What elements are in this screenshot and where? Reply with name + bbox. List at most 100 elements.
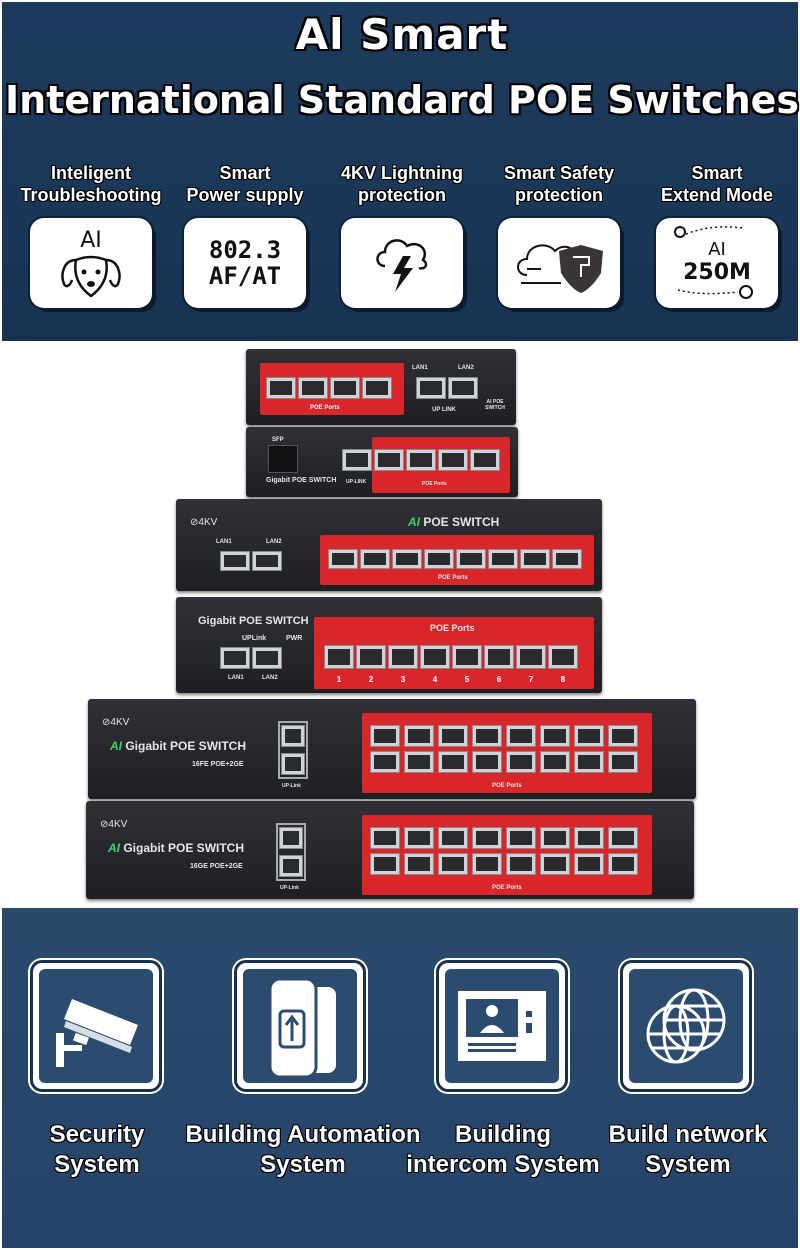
product-stack: POE Ports LAN1 LAN2 UP LINK AI POE SWITC… xyxy=(0,343,800,906)
pwr-label: PWR xyxy=(286,635,303,642)
switch-8port-ai: ⊘4KV AI POE SWITCH LAN1 LAN2 POE Ports xyxy=(176,499,602,591)
ethernet-port xyxy=(298,377,328,399)
ethernet-port xyxy=(416,377,446,399)
switch-16port-ge: ⊘4KV AI Gigabit POE SWITCH 16GE POE+2GE … xyxy=(86,801,694,899)
lightning-cloud-icon xyxy=(341,218,463,308)
poe-ports-label: POE Ports xyxy=(492,885,522,891)
ethernet-port xyxy=(281,725,305,747)
poe-ports-label: POE Ports xyxy=(492,783,522,789)
ethernet-port xyxy=(456,549,486,569)
ethernet-port xyxy=(552,549,582,569)
feature-banner: Al Smart International Standard POE Swit… xyxy=(0,0,800,343)
poe-ports-label: POE Ports xyxy=(438,575,468,581)
main-title-line2: International Standard POE Switches xyxy=(4,78,800,122)
ethernet-port xyxy=(420,645,450,669)
door-sensor-icon xyxy=(234,960,366,1092)
port-number: 3 xyxy=(400,675,406,684)
lan1-label: LAN1 xyxy=(216,539,232,545)
lan2-label: LAN2 xyxy=(266,539,282,545)
ethernet-port xyxy=(324,645,354,669)
ethernet-port xyxy=(488,549,518,569)
ethernet-port xyxy=(438,725,468,747)
poe-port-row xyxy=(328,549,582,569)
ethernet-port xyxy=(574,827,604,849)
port-number: 6 xyxy=(496,675,502,684)
ethernet-port xyxy=(574,751,604,773)
ethernet-port xyxy=(506,827,536,849)
ethernet-port xyxy=(370,827,400,849)
lan2-label: LAN2 xyxy=(262,675,278,681)
switch-8port-gigabit: Gigabit POE SWITCH UPLink PWR LAN1 LAN2 … xyxy=(176,597,602,693)
ethernet-port xyxy=(404,827,434,849)
uplink-port-stack xyxy=(276,823,306,881)
model-label: 16FE POE+2GE xyxy=(192,761,244,768)
ethernet-port xyxy=(574,853,604,875)
ethernet-port xyxy=(452,645,482,669)
ethernet-port xyxy=(360,549,390,569)
poe-ports-label: POE Ports xyxy=(310,405,340,411)
ethernet-port xyxy=(279,827,303,849)
poe-ports-label: POE Ports xyxy=(430,623,475,633)
uplink-port-stack xyxy=(278,721,308,779)
4kv-badge: ⊘4KV xyxy=(190,517,218,528)
ethernet-port xyxy=(608,725,638,747)
ethernet-port xyxy=(388,645,418,669)
4kv-badge: ⊘4KV xyxy=(100,819,128,830)
uplink-port-row xyxy=(416,377,478,399)
ethernet-port xyxy=(472,827,502,849)
ethernet-port xyxy=(404,725,434,747)
ethernet-port xyxy=(404,853,434,875)
lan1-label: LAN1 xyxy=(412,365,428,371)
ethernet-port xyxy=(506,751,536,773)
ethernet-port xyxy=(438,751,468,773)
port-number: 2 xyxy=(368,675,374,684)
uplink-label: UP-Link xyxy=(282,783,301,789)
sfp-slot xyxy=(268,445,298,473)
uplink-label: UP-Link xyxy=(280,885,299,891)
switch-4port-top: POE Ports LAN1 LAN2 UP LINK AI POE SWITC… xyxy=(246,349,516,425)
ethernet-port xyxy=(370,853,400,875)
ethernet-port xyxy=(424,549,454,569)
ethernet-port xyxy=(330,377,360,399)
ethernet-port xyxy=(374,449,404,471)
uplink-label: UP-LINK xyxy=(346,479,367,485)
ethernet-port xyxy=(406,449,436,471)
lan2-label: LAN2 xyxy=(458,365,474,371)
switch-4port-sfp: SFP Gigabit POE SWITCH UP-LINK POE Ports xyxy=(246,427,518,497)
ethernet-port xyxy=(438,449,468,471)
uplink-label: UP LINK xyxy=(432,407,456,413)
uplink-port-row xyxy=(220,551,282,571)
ethernet-port xyxy=(506,725,536,747)
ethernet-port xyxy=(540,827,570,849)
port-number: 4 xyxy=(432,675,438,684)
shield-cloud-icon xyxy=(498,218,620,308)
ai-dog-icon: AI xyxy=(30,218,152,308)
ethernet-port xyxy=(548,645,578,669)
switch-16port-fe: ⊘4KV AI Gigabit POE SWITCH 16FE POE+2GE … xyxy=(88,699,696,799)
ethernet-port xyxy=(281,753,305,775)
ethernet-port xyxy=(540,853,570,875)
ethernet-port xyxy=(472,751,502,773)
gigabit-poe-switch-title: Gigabit POE SWITCH xyxy=(198,615,309,627)
ethernet-port xyxy=(370,751,400,773)
port-number: 1 xyxy=(336,675,342,684)
ethernet-port xyxy=(448,377,478,399)
ethernet-port xyxy=(520,549,550,569)
ethernet-port xyxy=(356,645,386,669)
ethernet-port xyxy=(328,549,358,569)
ethernet-port xyxy=(266,377,296,399)
ethernet-port xyxy=(404,751,434,773)
poe-port-row xyxy=(342,449,500,471)
poe-ports-label: POE Ports xyxy=(422,481,447,487)
